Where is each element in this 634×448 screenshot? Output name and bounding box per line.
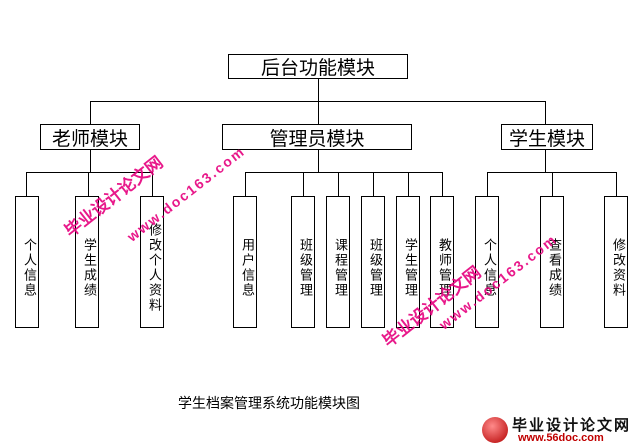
student-child-node: 修改资料 [604,196,628,328]
teacher-child-node: 个人信息 [15,196,39,328]
connector [318,101,319,124]
connector [90,150,91,172]
site-logo: 毕业设计论文网 www.56doc.com [482,414,632,446]
admin-child-node: 教师管理 [430,196,454,328]
teacher-child-node: 学生成绩 [75,196,99,328]
logo-title: 毕业设计论文网 [512,416,632,434]
admin-child-node: 班级管理 [291,196,315,328]
teacher-module-node: 老师模块 [40,124,140,150]
connector [373,172,374,196]
admin-child-node: 用户信息 [233,196,257,328]
connector [303,172,304,196]
connector [318,150,319,172]
connector [88,172,89,196]
connector [245,172,443,173]
connector [545,101,546,124]
connector [90,101,91,124]
logo-url: www.56doc.com [518,432,604,444]
diagram-caption: 学生档案管理系统功能模块图 [178,396,360,412]
connector [545,150,546,172]
connector [487,172,488,196]
student-child-node: 查看成绩 [540,196,564,328]
admin-module-node: 管理员模块 [222,124,412,150]
student-child-node: 个人信息 [475,196,499,328]
connector [408,172,409,196]
connector [318,78,319,102]
root-node: 后台功能模块 [228,54,408,79]
admin-child-node: 课程管理 [326,196,350,328]
connector [26,172,27,196]
connector [442,172,443,196]
logo-badge-icon [482,417,508,443]
teacher-child-node: 修改个人资料 [140,196,164,328]
admin-child-node: 学生管理 [396,196,420,328]
connector [552,172,553,196]
student-module-node: 学生模块 [501,124,593,150]
connector [338,172,339,196]
connector [26,172,153,173]
connector [616,172,617,196]
connector [152,172,153,196]
connector [245,172,246,196]
admin-child-node: 班级管理 [361,196,385,328]
